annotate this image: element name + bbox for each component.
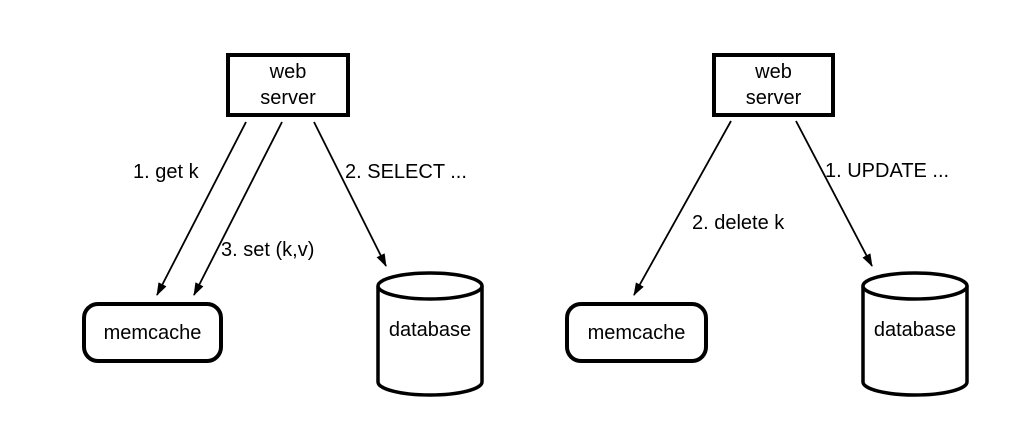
- edge-label-update: 1. UPDATE ...: [825, 160, 950, 182]
- edge-delete-k-arrow: [633, 120, 732, 296]
- edge-set-kv-arrow: [193, 121, 283, 296]
- database-cylinder-left: [376, 271, 484, 397]
- edge-label-set-kv: 3. set (k,v): [221, 239, 315, 261]
- web-server-node-left: web server: [226, 53, 350, 117]
- edge-get-k-arrow: [156, 121, 247, 296]
- database-label-left: database: [388, 319, 472, 341]
- web-server-label-right: web server: [745, 61, 802, 109]
- database-cylinder-right: [861, 271, 969, 397]
- memcache-node-left: memcache: [82, 302, 223, 363]
- edge-update-arrow: [795, 120, 873, 267]
- edge-label-get-k: 1. get k: [133, 161, 199, 183]
- edge-label-delete-k: 2. delete k: [692, 212, 785, 234]
- web-server-label-left: web server: [260, 61, 316, 109]
- edge-select-arrow: [313, 121, 387, 267]
- memcache-label-right: memcache: [587, 321, 686, 344]
- web-server-node-right: web server: [712, 53, 835, 117]
- memcache-label-left: memcache: [103, 321, 202, 344]
- edge-label-select: 2. SELECT ...: [345, 161, 467, 183]
- memcache-node-right: memcache: [565, 302, 708, 363]
- database-label-right: database: [873, 319, 957, 341]
